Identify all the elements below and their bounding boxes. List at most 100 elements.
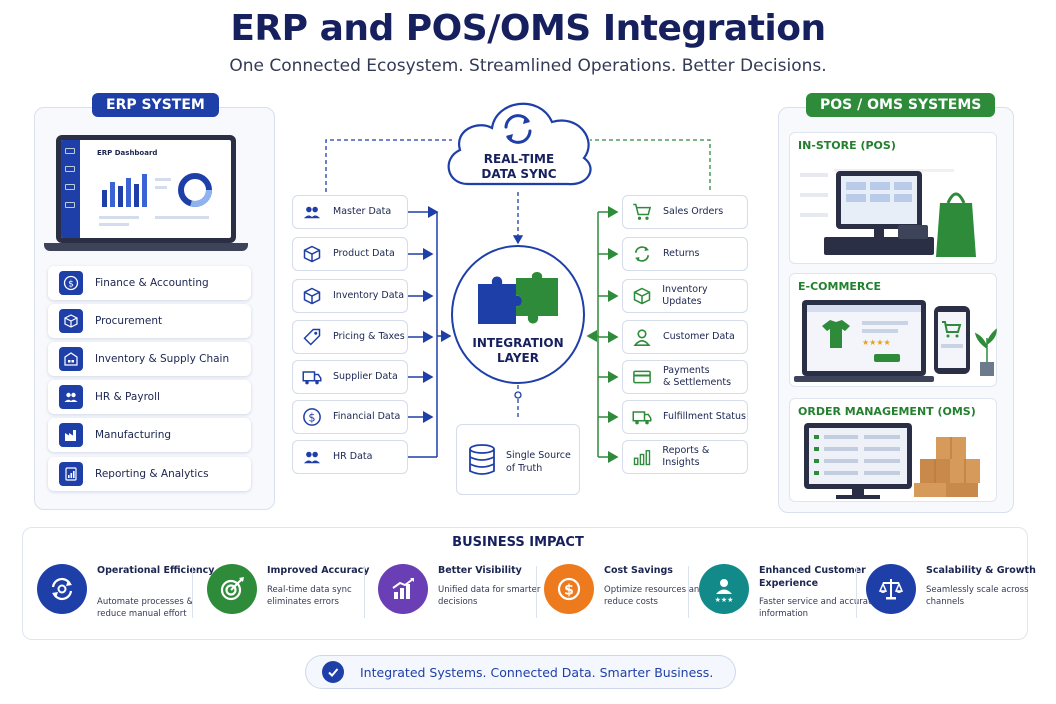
tag-icon (301, 326, 323, 348)
data-box-label: HR Data (333, 451, 373, 462)
erp-module-manufacturing: Manufacturing (48, 418, 251, 452)
sync-cloud (447, 102, 592, 186)
dashboard-title: ERP Dashboard (97, 149, 158, 157)
single-source-line1: Single Source (506, 450, 571, 461)
data-box-hr: HR Data (292, 440, 408, 474)
impact-divider (856, 566, 857, 618)
svg-text:★★★: ★★★ (715, 596, 734, 603)
card-icon (631, 366, 653, 388)
pos-card-instore: IN-STORE (POS) (789, 132, 997, 264)
erp-module-label: Finance & Accounting (95, 277, 209, 289)
data-box-label: Master Data (333, 206, 392, 217)
impact-title: Better Visibility (438, 565, 522, 576)
data-box-returns: Returns (622, 237, 748, 271)
check-icon (322, 661, 344, 683)
refresh-icon (631, 243, 653, 265)
data-box-master: Master Data (292, 195, 408, 229)
gear-sync-icon (37, 564, 87, 614)
integration-label: INTEGRATION LAYER (455, 336, 581, 366)
page-title: ERP and POS/OMS Integration (230, 8, 826, 49)
footer-text: Integrated Systems. Connected Data. Smar… (360, 664, 714, 680)
erp-sync-line (325, 139, 452, 192)
pos-card-heading: IN-STORE (POS) (798, 139, 896, 152)
database-icon (469, 444, 495, 475)
user-icon (631, 326, 653, 348)
ecommerce-illustration: ★★★★ (794, 300, 997, 382)
impact-title: Operational Efficiency (97, 565, 215, 576)
data-box-label: Financial Data (333, 411, 401, 422)
erp-module-label: Manufacturing (95, 429, 172, 441)
bar-chart-icon (631, 446, 652, 468)
impact-better-visibility: Better Visibility Unified data for smart… (378, 562, 540, 624)
sync-label: REAL-TIME DATA SYNC (458, 152, 580, 182)
impact-desc: Real-time data sync eliminates errors (267, 585, 352, 607)
data-box-label: Reports & Insights (662, 445, 710, 468)
erp-module-hr: HR & Payroll (48, 380, 251, 414)
data-box-payments: Payments& Settlements (622, 360, 748, 394)
data-box-label: Fulfillment Status (663, 411, 747, 422)
impact-operational-efficiency: Operational Efficiency Automate processe… (37, 562, 214, 624)
impact-title: Enhanced Customer Experience (759, 565, 866, 589)
impact-desc: Seamlessly scale across channels (926, 585, 1029, 607)
data-box-reports: Reports & Insights (622, 440, 748, 474)
data-box-label: Sales Orders (663, 206, 724, 217)
footer-banner: Integrated Systems. Connected Data. Smar… (305, 655, 736, 689)
impact-desc: Faster service and accurate information (759, 597, 877, 619)
svg-text:$: $ (308, 411, 315, 424)
business-impact-heading: BUSINESS IMPACT (452, 535, 584, 550)
single-source-label: Single Source of Truth (506, 449, 571, 475)
impact-cost-savings: $ Cost Savings Optimize resources and re… (544, 562, 705, 624)
page-subtitle: One Connected Ecosystem. Streamlined Ope… (229, 56, 827, 76)
dollar-icon: $ (59, 271, 83, 295)
data-box-label: Supplier Data (333, 371, 398, 382)
puzzle-icon (478, 272, 558, 324)
erp-module-finance: $ Finance & Accounting (48, 266, 251, 300)
data-box-financial: $ Financial Data (292, 400, 408, 434)
svg-text:$: $ (564, 583, 574, 599)
data-box-pricing: Pricing & Taxes (292, 320, 408, 354)
impact-scalability: Scalability & Growth Seamlessly scale ac… (866, 562, 1036, 624)
oms-illustration (804, 423, 980, 499)
pos-terminal-illustration (800, 169, 976, 257)
impact-divider (364, 566, 365, 618)
integration-label-line1: INTEGRATION (472, 336, 564, 350)
warehouse-icon (59, 347, 83, 371)
pos-card-heading: ORDER MANAGEMENT (OMS) (798, 405, 976, 418)
erp-module-reporting: Reporting & Analytics (48, 457, 251, 491)
erp-module-procurement: Procurement (48, 304, 251, 338)
single-source-line2: of Truth (506, 463, 543, 474)
sync-icon (504, 114, 532, 144)
pos-tag: POS / OMS SYSTEMS (806, 93, 996, 117)
svg-text:★★★★: ★★★★ (862, 338, 891, 347)
impact-title: Improved Accuracy (267, 565, 370, 576)
data-box-supplier: Supplier Data (292, 360, 408, 394)
sync-label-line1: REAL-TIME (483, 152, 555, 166)
impact-customer-experience: ★★★ Enhanced Customer Experience Faster … (699, 562, 877, 624)
payments-line2: & Settlements (663, 377, 732, 388)
cube-icon (301, 243, 323, 265)
payments-line1: Payments (663, 365, 710, 376)
svg-text:$: $ (68, 280, 74, 290)
erp-tag: ERP SYSTEM (92, 93, 219, 117)
pos-sync-line (590, 139, 711, 190)
people-icon (59, 385, 83, 409)
dollar-icon: $ (301, 406, 323, 428)
impact-divider (688, 566, 689, 618)
impact-title: Cost Savings (604, 565, 673, 576)
data-box-label: Product Data (333, 248, 395, 259)
data-box-inventory: Inventory Data (292, 279, 408, 313)
impact-title: Scalability & Growth (926, 565, 1036, 576)
sync-label-line2: DATA SYNC (481, 167, 557, 181)
erp-module-label: HR & Payroll (95, 391, 160, 403)
cart-icon (631, 201, 653, 223)
impact-divider (536, 566, 537, 618)
people-icon (301, 446, 323, 468)
customer-star-icon: ★★★ (699, 564, 749, 614)
pos-card-heading: E-COMMERCE (798, 280, 881, 293)
target-icon (207, 564, 257, 614)
truck-icon (301, 366, 323, 388)
data-box-label: Returns (663, 248, 700, 259)
truck-icon (631, 406, 653, 428)
impact-desc: Automate processes & reduce manual effor… (97, 597, 194, 619)
